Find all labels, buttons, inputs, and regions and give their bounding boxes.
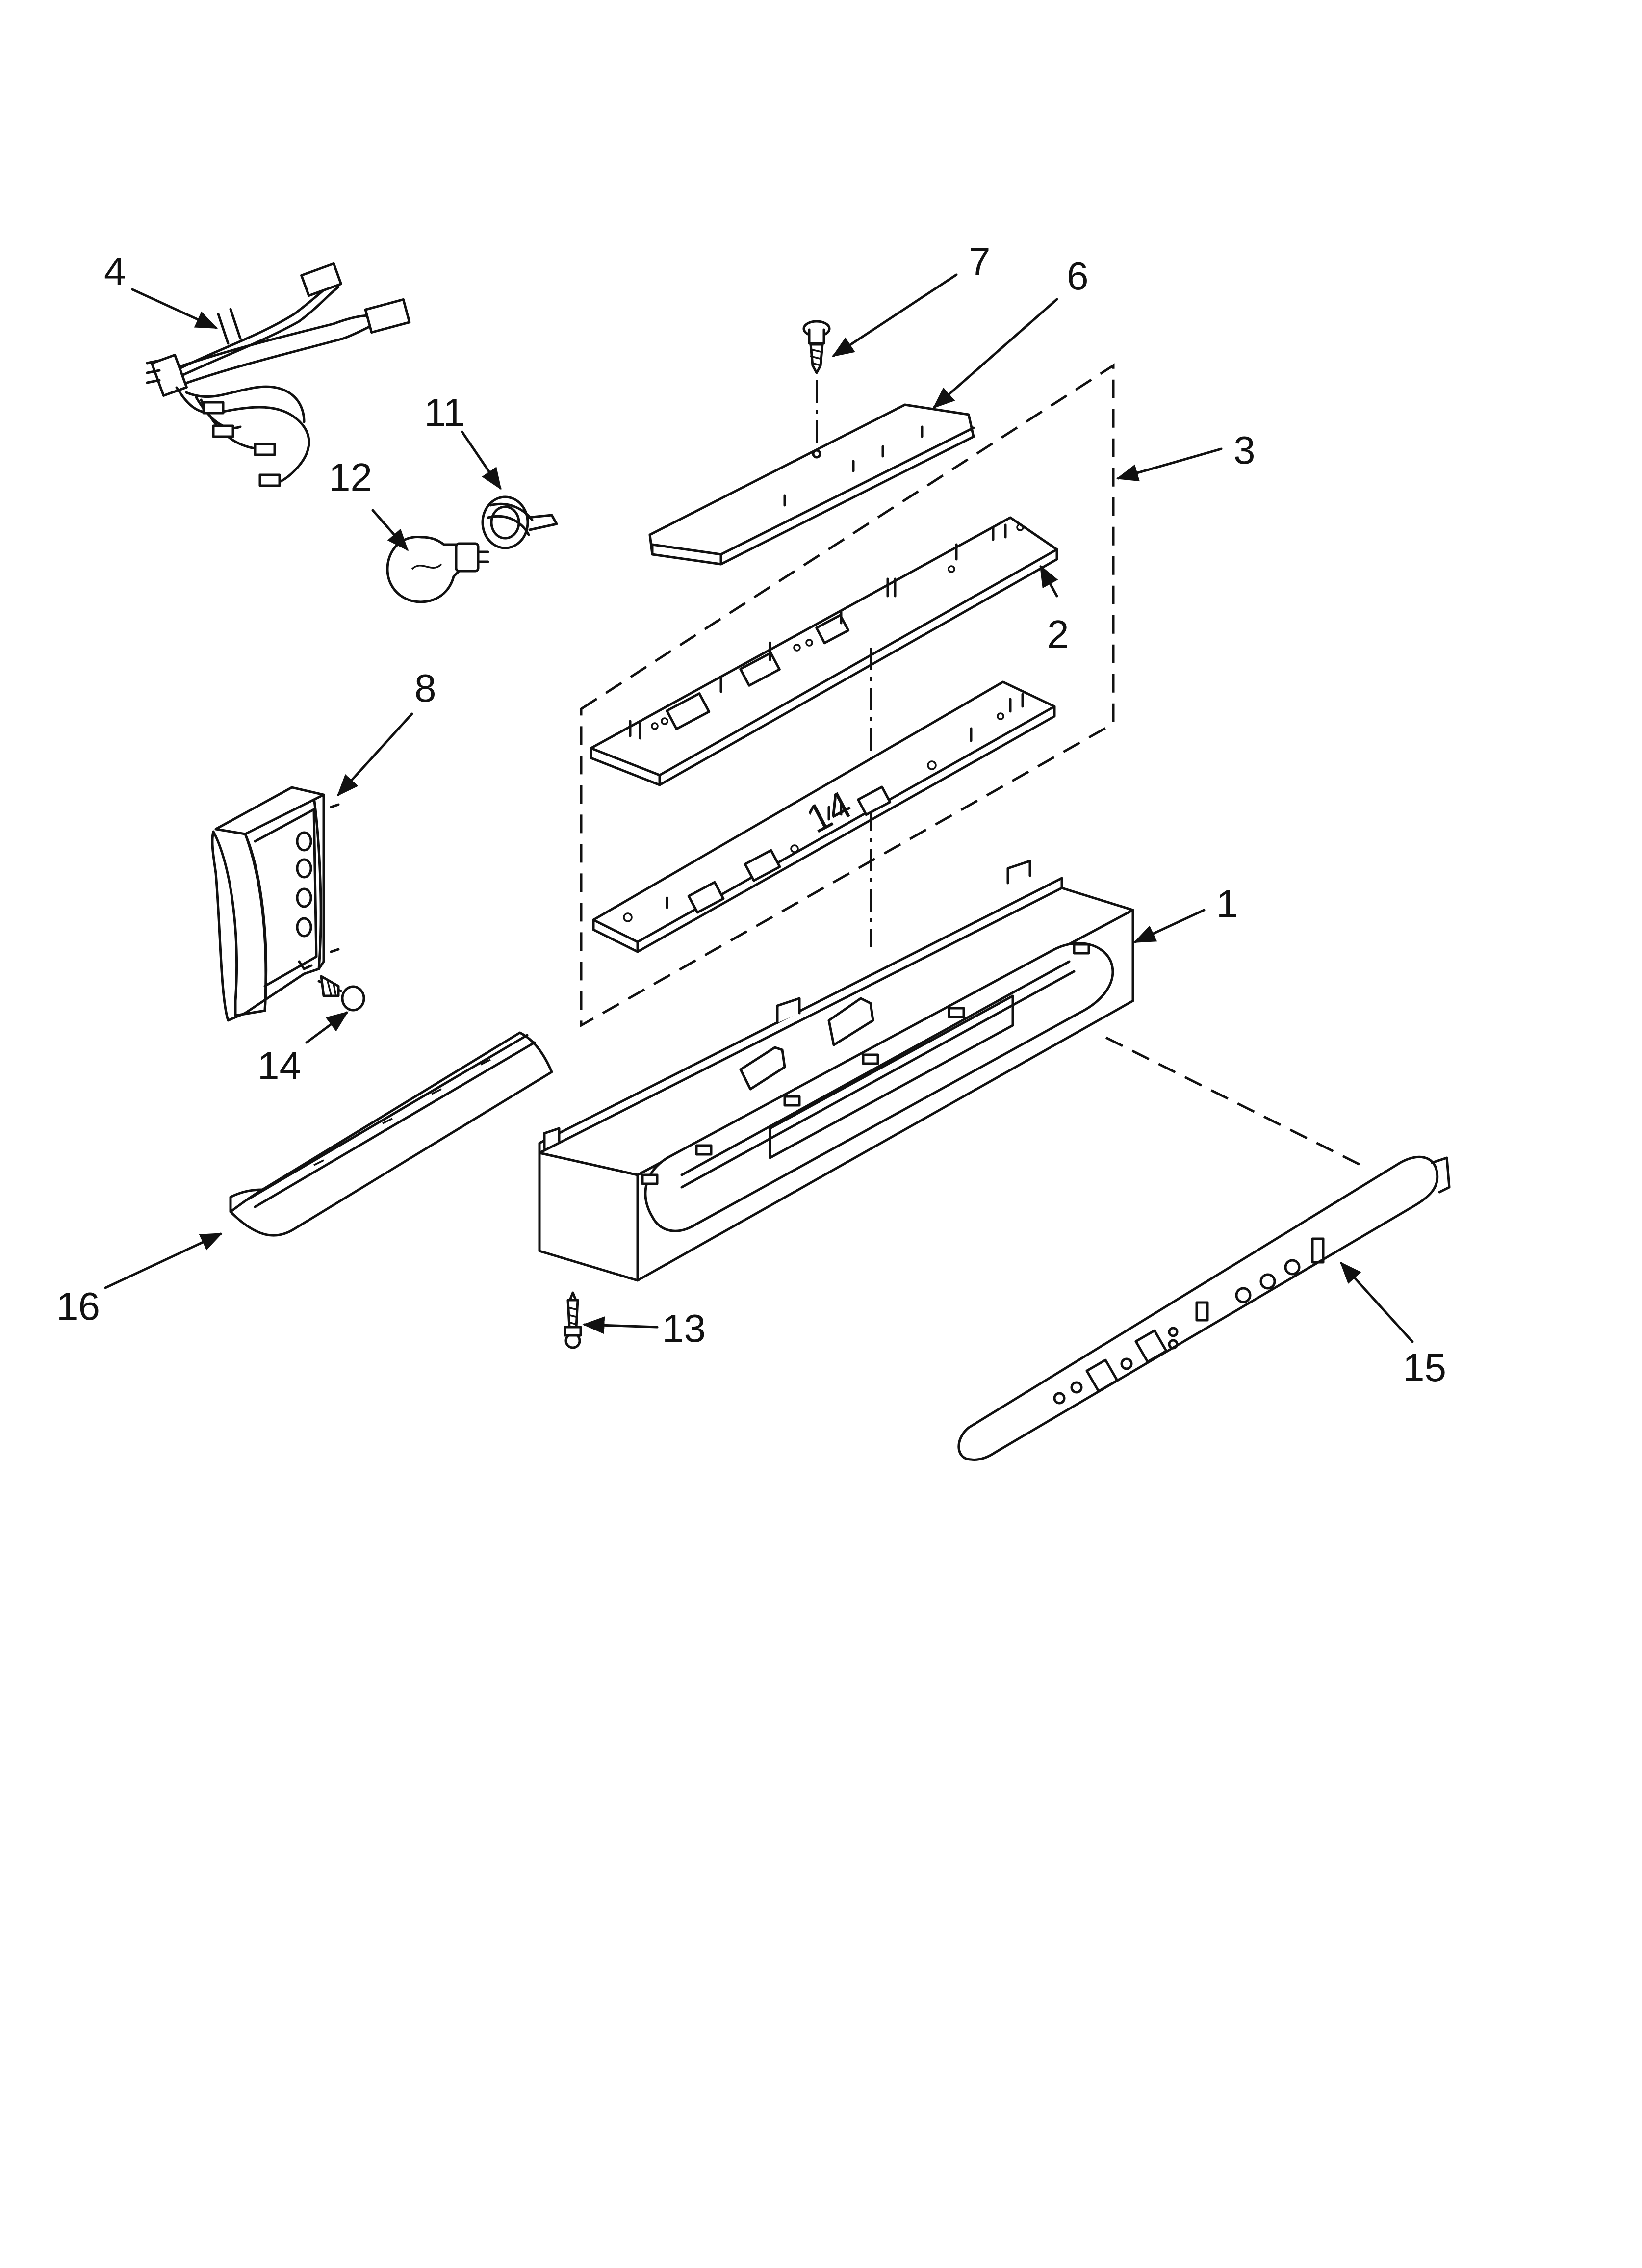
callout-2: 2 <box>1047 612 1069 656</box>
switch-bezel <box>211 786 340 1022</box>
trim-strip <box>229 1031 553 1237</box>
light-bulb <box>386 535 489 603</box>
wire-harness <box>146 262 411 487</box>
callout-16: 16 <box>56 1284 100 1328</box>
callout-12: 12 <box>329 455 372 499</box>
screw-7 <box>802 320 831 449</box>
lower-circuit-board: 14 <box>592 680 1056 953</box>
overlay-alignment-line <box>1105 1036 1362 1167</box>
screw-13 <box>564 1291 582 1349</box>
callout-14: 14 <box>257 1044 301 1088</box>
callout-3: 3 <box>1233 428 1256 472</box>
callout-4: 4 <box>104 249 126 293</box>
callout-labels: 4 7 6 3 11 12 2 8 1 14 16 13 15 <box>56 239 1446 1389</box>
screw-14 <box>317 975 365 1012</box>
callout-6: 6 <box>1067 254 1089 298</box>
callout-8: 8 <box>414 666 436 710</box>
assembly-3-boundary <box>580 363 1115 1028</box>
leader-lines <box>104 273 1414 1343</box>
front-overlay <box>957 1155 1451 1461</box>
callout-7: 7 <box>969 239 991 283</box>
callout-13: 13 <box>662 1306 706 1350</box>
callout-1: 1 <box>1216 882 1238 926</box>
upper-circuit-board <box>590 516 1058 786</box>
cover-plate <box>648 403 975 566</box>
callout-15: 15 <box>1403 1346 1446 1389</box>
control-housing <box>538 860 1134 1282</box>
lamp-socket <box>481 495 558 549</box>
callout-11: 11 <box>424 391 465 434</box>
